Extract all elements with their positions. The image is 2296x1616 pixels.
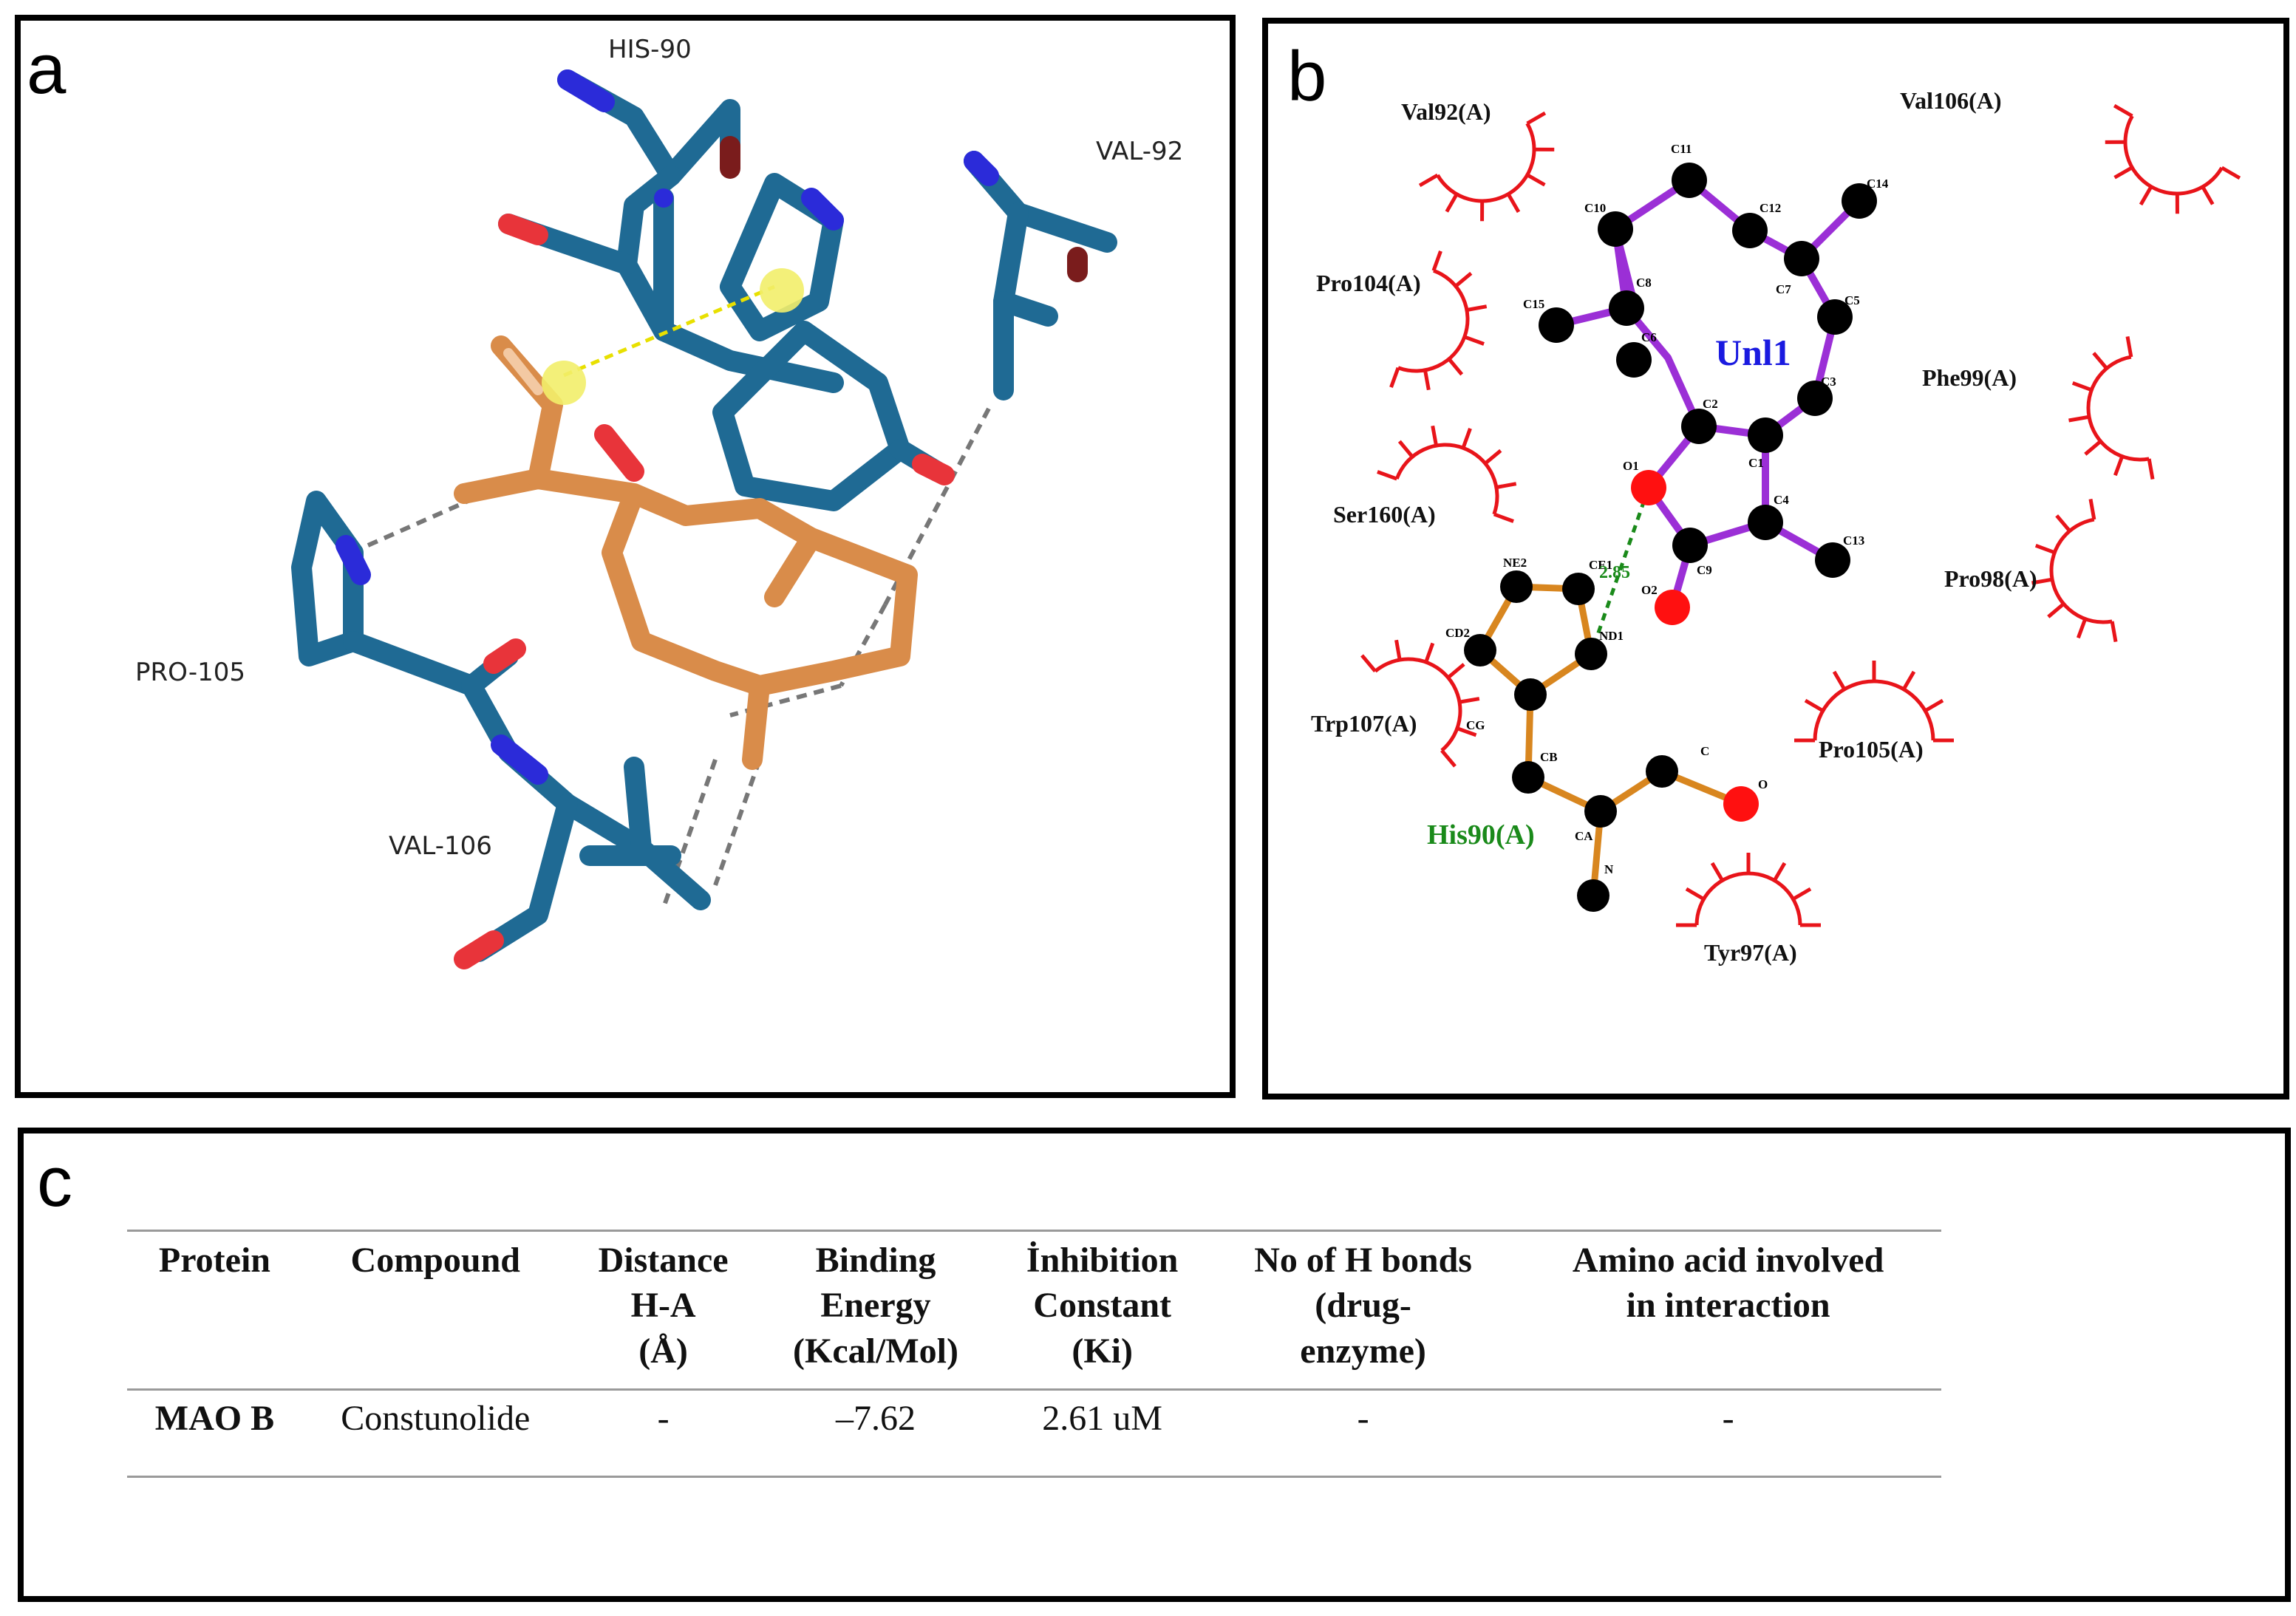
arc-tyr97 — [1676, 853, 1821, 927]
header-h-bonds: No of H bonds(drug-enzyme) — [1210, 1229, 1516, 1391]
arc-val106 — [2105, 103, 2241, 214]
ligand-oxygens — [503, 348, 644, 482]
atom-c8: C8 — [1636, 276, 1652, 290]
panel-a-letter: a — [27, 30, 67, 109]
atom-ca: CA — [1575, 829, 1593, 843]
oxygen-atoms — [1631, 470, 1759, 822]
atom-c1: C1 — [1748, 456, 1764, 470]
cell-amino-acids: - — [1515, 1389, 1941, 1479]
res-pro104: Pro104(A) — [1316, 270, 1421, 296]
res-val106: Val106(A) — [1900, 87, 2001, 114]
atom-cd2: CD2 — [1445, 626, 1470, 640]
panel-b-ligplot: b — [1262, 18, 2289, 1100]
panel-b-letter: b — [1287, 37, 1327, 116]
panel-a-3d-binding-pose: a — [15, 15, 1236, 1098]
arc-ser160 — [1377, 425, 1517, 523]
atom-c14: C14 — [1867, 177, 1889, 191]
arc-pro98 — [2031, 499, 2118, 642]
res-val92: Val92(A) — [1401, 98, 1491, 125]
atom-ce1: CE1 — [1589, 558, 1612, 572]
hbond-residue-name: His90(A) — [1427, 819, 1535, 850]
hbond-line — [563, 284, 775, 378]
hydrophobic-arcs — [1360, 103, 2241, 927]
cell-inhibition-constant: 2.61 uM — [993, 1389, 1211, 1479]
atom-o2: O2 — [1641, 583, 1658, 597]
atom-c9: C9 — [1697, 563, 1712, 577]
atom-o1: O1 — [1623, 459, 1639, 473]
cell-distance: - — [568, 1389, 758, 1479]
label-val106: VAL-106 — [389, 831, 492, 861]
hbond-sphere-ligand — [542, 361, 586, 405]
arc-pro105 — [1794, 661, 1954, 743]
atom-ne2: NE2 — [1503, 556, 1527, 570]
ligand-atoms — [1539, 163, 1877, 578]
arc-pro104 — [1389, 250, 1488, 391]
atom-c2: C2 — [1703, 397, 1718, 411]
atom-c7: C7 — [1776, 282, 1791, 296]
panel-c-letter: c — [37, 1142, 72, 1221]
residue-atoms — [1464, 570, 1678, 912]
atom-cb: CB — [1540, 750, 1558, 764]
cell-h-bonds: - — [1210, 1389, 1516, 1479]
panel-a-structure: HIS-90 VAL-92 PRO-105 VAL-106 — [135, 35, 1183, 969]
atom-cg: CG — [1466, 718, 1485, 732]
label-pro105: PRO-105 — [135, 658, 245, 687]
atom-c13: C13 — [1843, 533, 1864, 548]
label-his90: HIS-90 — [608, 35, 692, 64]
atom-nd1: ND1 — [1599, 629, 1624, 643]
ligand-sticks — [454, 335, 918, 770]
cell-protein: MAO B — [127, 1389, 302, 1479]
atom-c3: C3 — [1821, 375, 1836, 389]
res-ser160: Ser160(A) — [1333, 501, 1436, 528]
res-pro98: Pro98(A) — [1944, 565, 2037, 592]
val92-sticks — [964, 151, 1117, 400]
cell-binding-energy: –7.62 — [757, 1389, 994, 1479]
atom-n: N — [1604, 862, 1614, 876]
atom-o: O — [1758, 777, 1768, 791]
atom-c11: C11 — [1671, 142, 1692, 156]
atom-c6: C6 — [1641, 330, 1657, 344]
atom-c5: C5 — [1844, 293, 1860, 307]
ligand-name: Unl1 — [1715, 332, 1791, 373]
cell-compound: Constunolide — [302, 1389, 569, 1479]
atom-c15: C15 — [1523, 297, 1544, 311]
atom-c4: C4 — [1774, 493, 1789, 507]
arc-trp107 — [1360, 639, 1480, 768]
header-compound: Compound — [302, 1229, 569, 1391]
panel-b-diagram: C11 C10 C12 C14 C8 C7 C5 C15 C6 C2 C3 C1… — [1311, 87, 2241, 966]
label-val92: VAL-92 — [1096, 137, 1183, 166]
header-protein: Protein — [127, 1229, 302, 1391]
arc-phe99 — [2068, 336, 2155, 480]
res-tyr97: Tyr97(A) — [1704, 939, 1797, 966]
atom-c10: C10 — [1584, 201, 1606, 215]
pro105-heteroatoms — [335, 535, 548, 969]
table-row: MAO B Constunolide - –7.62 2.61 uM - - — [127, 1389, 1941, 1479]
hbond-distance: 2.85 — [1599, 563, 1630, 582]
arc-val92 — [1418, 111, 1555, 222]
hbond-dash — [1589, 487, 1651, 655]
res-pro105: Pro105(A) — [1819, 736, 1924, 763]
res-trp107: Trp107(A) — [1311, 710, 1417, 737]
his90-heteroatoms — [498, 69, 955, 485]
res-phe99: Phe99(A) — [1922, 364, 2017, 391]
hbond-sphere-his — [760, 268, 804, 313]
atom-c: C — [1700, 744, 1709, 758]
atom-c12: C12 — [1760, 201, 1781, 215]
